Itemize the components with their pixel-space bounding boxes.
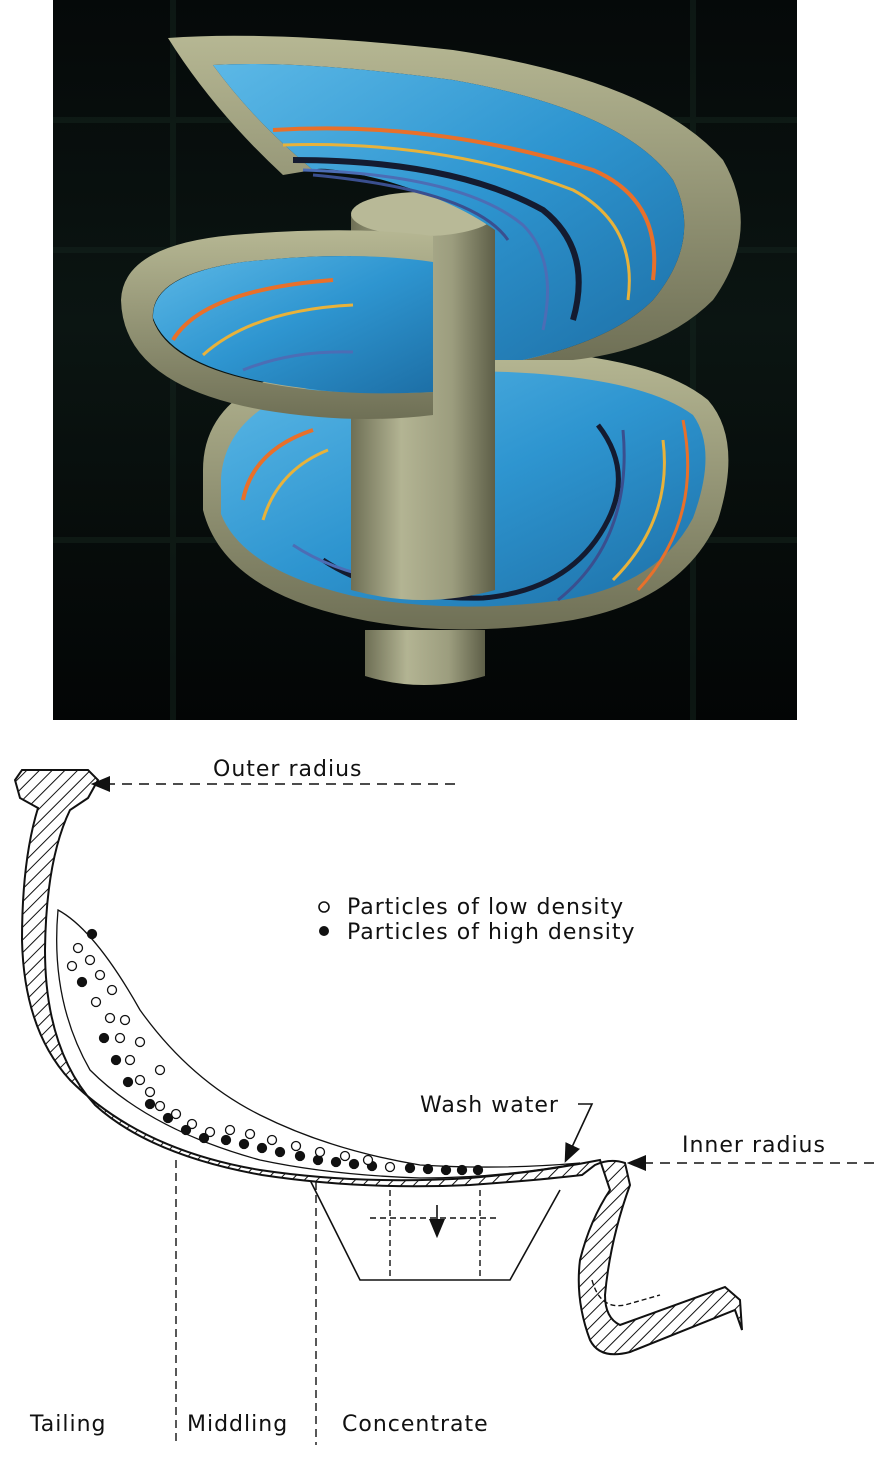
inner-radius-label: Inner radius — [682, 1133, 826, 1158]
column-bottom-stub — [365, 630, 485, 685]
low-density-particle — [314, 1146, 326, 1158]
high-density-particle — [440, 1164, 452, 1176]
trough-cross-section-diagram: Outer radius Inner radius Wash water Par… — [13, 757, 874, 1445]
high-density-particle — [404, 1162, 416, 1174]
zone-label-middling: Middling — [187, 1412, 288, 1437]
high-density-particle — [294, 1150, 306, 1162]
low-density-particle — [84, 954, 96, 966]
low-density-particle — [154, 1064, 166, 1076]
high-density-particle — [144, 1098, 156, 1110]
particle-cloud — [66, 928, 484, 1176]
high-density-particle — [110, 1054, 122, 1066]
legend-high-density-text: Particles of high density — [347, 920, 636, 945]
high-density-particle — [256, 1142, 268, 1154]
high-density-particle — [162, 1112, 174, 1124]
low-density-particle — [72, 942, 84, 954]
low-density-particle — [114, 1032, 126, 1044]
high-density-particle — [86, 928, 98, 940]
low-density-particle — [94, 969, 106, 981]
low-density-particle — [186, 1118, 198, 1130]
spiral-concentrator-render — [53, 0, 797, 720]
legend-filled-circle-icon — [319, 926, 329, 936]
low-density-particle — [362, 1154, 374, 1166]
low-density-particle — [104, 1012, 116, 1024]
legend-open-circle-icon — [318, 901, 330, 913]
high-density-particle — [348, 1158, 360, 1170]
trough-profile — [13, 769, 743, 1356]
low-density-particle — [106, 984, 118, 996]
high-density-particle — [422, 1163, 434, 1175]
low-density-particle — [66, 960, 78, 972]
low-density-particle — [224, 1124, 236, 1136]
wash-water-label: Wash water — [420, 1093, 559, 1118]
low-density-particle — [119, 1014, 131, 1026]
low-density-particle — [204, 1126, 216, 1138]
high-density-particle — [76, 976, 88, 988]
high-density-particle — [472, 1164, 484, 1176]
legend-low-density-text: Particles of low density — [347, 895, 624, 920]
high-density-particle — [198, 1132, 210, 1144]
legend: Particles of low density Particles of hi… — [318, 895, 636, 945]
low-density-particle — [384, 1161, 396, 1173]
low-density-particle — [134, 1036, 146, 1048]
spiral-upper-turn — [168, 35, 741, 360]
low-density-particle — [134, 1074, 146, 1086]
low-density-particle — [266, 1134, 278, 1146]
high-density-particle — [180, 1124, 192, 1136]
zone-label-concentrate: Concentrate — [342, 1412, 489, 1437]
spiral-middle-turn — [121, 230, 433, 419]
trough-support — [309, 1179, 561, 1281]
high-density-particle — [330, 1156, 342, 1168]
high-density-particle — [274, 1146, 286, 1158]
low-density-particle — [339, 1150, 351, 1162]
zone-label-tailing: Tailing — [29, 1412, 107, 1437]
low-density-particle — [144, 1086, 156, 1098]
low-density-particle — [124, 1054, 136, 1066]
low-density-particle — [154, 1100, 166, 1112]
high-density-particle — [456, 1164, 468, 1176]
high-density-particle — [238, 1138, 250, 1150]
slurry-band — [56, 908, 581, 1179]
low-density-particle — [90, 996, 102, 1008]
high-density-particle — [98, 1032, 110, 1044]
high-density-particle — [220, 1134, 232, 1146]
return-hook — [591, 1279, 661, 1307]
wash-water-arrow — [564, 1103, 594, 1163]
outer-radius-label: Outer radius — [213, 757, 362, 782]
high-density-particle — [122, 1076, 134, 1088]
low-density-particle — [244, 1128, 256, 1140]
low-density-particle — [290, 1140, 302, 1152]
low-density-particle — [170, 1108, 182, 1120]
